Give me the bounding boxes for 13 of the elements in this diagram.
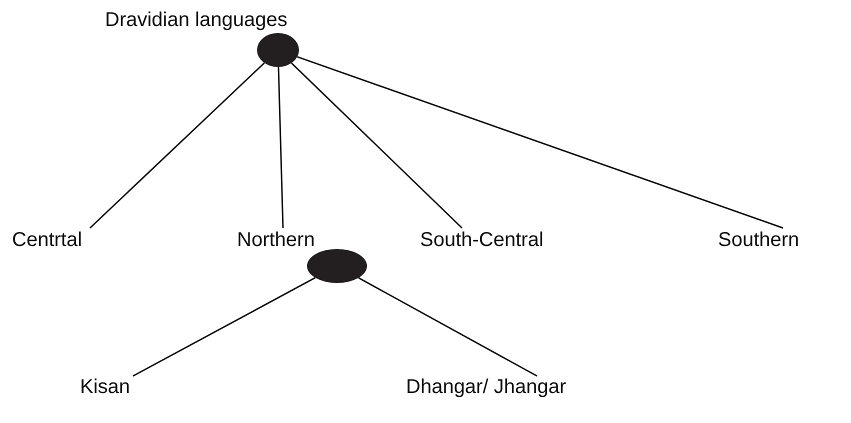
language-label: Centrtal [12,228,82,252]
node-label: Dravidian languages [105,8,288,32]
tree-branch-line [89,62,265,229]
language-label: Southern [718,228,800,252]
tree-branch-line [290,62,463,229]
tree-branch-line [297,56,784,229]
language-label: Dhangar/ Jhangar [406,375,566,399]
language-label: Northern [237,228,315,252]
tree-branch-line [132,277,316,377]
tree-branch-line [278,66,284,228]
language-label: South-Central [420,228,544,252]
language-label: Kisan [80,375,130,399]
tree-branch-line [358,277,538,377]
